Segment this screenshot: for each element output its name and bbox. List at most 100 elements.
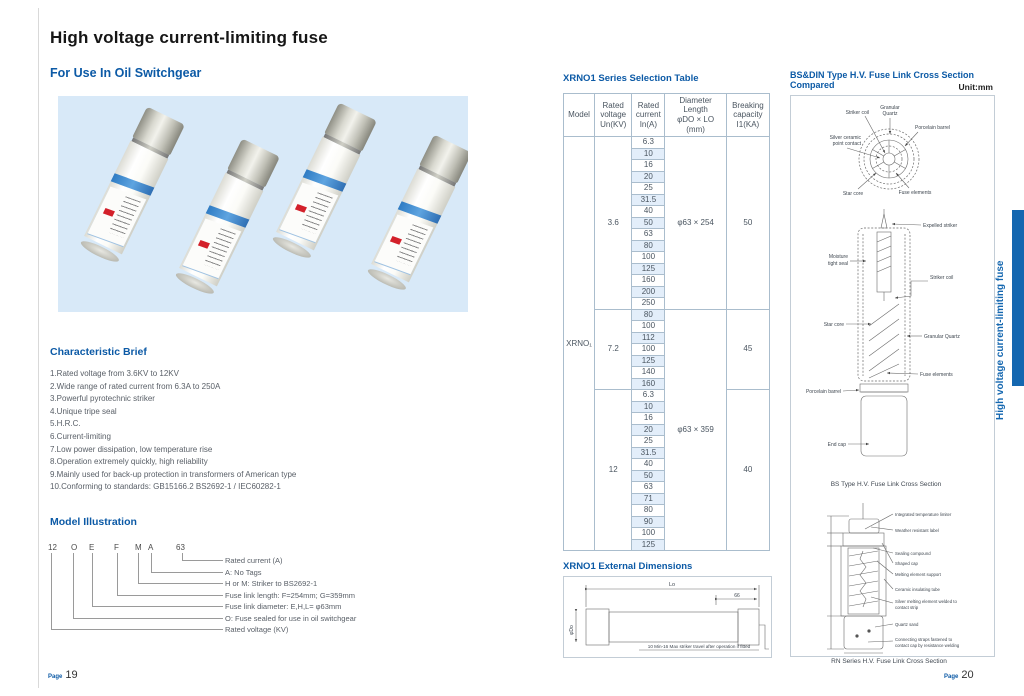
model-label: Rated current (A) (225, 556, 283, 565)
table-cell: 40 (631, 205, 666, 218)
table-cell: 40 (631, 458, 666, 471)
model-label: Fuse link length: F=254mm; G=359mm (225, 590, 356, 600)
model-connector (151, 553, 223, 573)
table-cell: 40 (725, 389, 771, 551)
table-row: 80 (564, 504, 770, 517)
table-column-header: Rated current In(A) (631, 93, 666, 137)
table-cell: 71 (631, 492, 666, 505)
svg-text:contact strip: contact strip (895, 605, 919, 610)
model-connector (51, 553, 223, 630)
label-fuse-elements-bs: Fuse elements (920, 372, 953, 378)
model-connector (92, 553, 223, 607)
table-cell: 80 (631, 308, 666, 321)
table-row: 50 (564, 216, 770, 229)
model-illustration-diagram: 12 O E F M A 63 Rated current (A) A: No … (40, 515, 380, 650)
table-cell: 250 (631, 297, 666, 310)
fuse-product-photo-item (255, 102, 377, 294)
fuse-product-photo-item (63, 106, 185, 298)
table-cell: 31.5 (631, 193, 666, 206)
characteristic-item: 8.Operation extremely quickly, high reli… (50, 457, 208, 467)
label-end-cap: End cap (828, 442, 847, 448)
table-cell: 100 (631, 343, 666, 356)
table-cell: 12 (594, 389, 633, 551)
characteristic-item: 9.Mainly used for back-up protection in … (50, 469, 297, 479)
table-cell: 16 (631, 159, 666, 172)
table-column-header: Rated voltage Un(KV) (594, 93, 633, 137)
characteristic-item: 1.Rated voltage from 3.6KV to 12KV (50, 369, 179, 378)
table-cell: 112 (631, 331, 666, 344)
table-cell: 125 (631, 354, 666, 367)
table-row: 31.5 (564, 193, 770, 206)
table-cell: 3.6 (594, 136, 633, 310)
rn-label: Connecting straps fastened to (895, 637, 953, 642)
table-cell: 125 (631, 262, 666, 275)
label-fuse-elements: Fuse elements (899, 190, 932, 196)
label-star-core: Star core (843, 191, 864, 197)
model-code: 12 (48, 543, 57, 552)
table-cell: 31.5 (631, 446, 666, 459)
product-photo (58, 96, 468, 312)
model-label: Fuse link diameter: E,H,L= φ63mm (225, 602, 342, 611)
characteristic-item: 6.Current-limiting (50, 431, 111, 441)
side-tab-bar (1012, 210, 1024, 386)
table-row: 20 (564, 170, 770, 183)
rn-label: Weather resistant label (895, 528, 939, 533)
bs-caption: BS Type H.V. Fuse Link Cross Section (831, 481, 942, 488)
page-left-rule (38, 8, 39, 688)
model-label: H or M: Striker to BS2692-1 (225, 579, 318, 588)
rn-label: Ceramic insulating tube (895, 587, 941, 592)
striker-travel-note: 10 Min-16 Max striker travel after opera… (648, 644, 751, 649)
label-striker-coil-bs: Striker coil (930, 275, 953, 281)
rn-label: Melting element support (895, 572, 942, 577)
rn-label: Silver melting element welded to (895, 599, 957, 604)
external-dimensions-drawing: Lo 66 φDo 10 Min-16 Max striker travel a… (563, 576, 772, 658)
table-row: 16 (564, 159, 770, 172)
dim-diameter-label: φDo (569, 625, 575, 635)
bs-cross-section-diagram: Expelled striker Moisture tight seal Str… (806, 209, 960, 488)
table-cell: 10 (631, 400, 666, 413)
label-striker-coil: Striker coil (846, 110, 869, 116)
table-row: 63 (564, 228, 770, 241)
rn-label: Shaped cap (895, 561, 919, 566)
dim-overall-label: Lo (669, 582, 675, 588)
model-code: A (148, 543, 154, 552)
table-cell: 100 (631, 251, 666, 264)
svg-text:point contact: point contact (833, 141, 862, 147)
table-cell: 100 (631, 320, 666, 333)
table-cell: 160 (631, 274, 666, 287)
characteristic-item: 3.Powerful pyrotechnic striker (50, 394, 155, 404)
page-num: 19 (65, 669, 78, 681)
table-cell: 125 (631, 538, 666, 551)
table-cell: φ63 × 359 (664, 308, 727, 551)
label-moisture-seal: Moisture (829, 254, 848, 260)
table-cell: 90 (631, 515, 666, 528)
model-connector (182, 553, 223, 561)
label-porcelain-barrel-bs: Porcelain barrel (806, 389, 841, 395)
table-row: 140 (564, 366, 770, 379)
page-subtitle: For Use In Oil Switchgear (50, 66, 202, 80)
label-granular-quartz: Granular (880, 105, 900, 111)
table-row: 25 (564, 182, 770, 195)
external-dimensions-heading: XRNO1 External Dimensions (563, 561, 693, 572)
rn-cross-section-diagram: Integrated temperature limiter Weather r… (827, 503, 960, 665)
model-connector (138, 553, 223, 584)
model-code: O (71, 543, 78, 552)
table-cell: 80 (631, 239, 666, 252)
cross-section-panel: Striker coil Granular Quartz Porcelain b… (790, 95, 995, 665)
model-connector (117, 553, 223, 596)
page-word: Page (944, 674, 959, 680)
table-column-header: Diameter Length φDO × LO (mm) (664, 93, 727, 137)
table-cell: 6.3 (631, 389, 666, 402)
characteristic-item: 7.Low power dissipation, low temperature… (50, 444, 213, 454)
svg-text:tight seal: tight seal (828, 261, 848, 267)
table-cell: 140 (631, 366, 666, 379)
fuse-product-photo-item (350, 134, 468, 312)
label-star-core-bs: Star core (824, 322, 845, 328)
table-column-header: Model (562, 93, 596, 137)
